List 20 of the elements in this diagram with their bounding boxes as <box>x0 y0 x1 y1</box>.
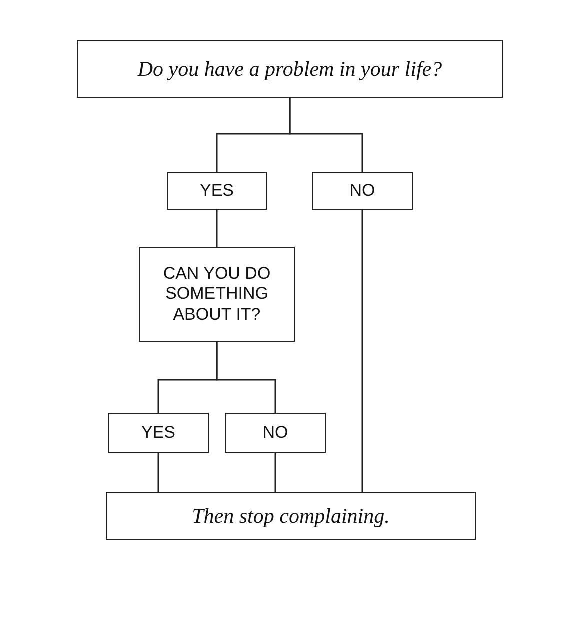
process-box <box>106 492 476 540</box>
node-text: YES <box>141 422 176 444</box>
process-box <box>167 172 267 210</box>
process-box <box>312 172 413 210</box>
connector-line <box>274 453 276 492</box>
connector-line <box>216 342 276 413</box>
node-text: CAN YOU DO SOMETHING ABOUT IT? <box>162 264 272 326</box>
process-box <box>225 413 326 453</box>
node-text: NO <box>350 180 376 202</box>
connector-line <box>158 453 160 492</box>
node-text: NO <box>262 422 288 444</box>
connector-line <box>289 98 364 172</box>
connector-line <box>362 210 364 492</box>
node-text: YES <box>200 180 234 202</box>
process-box <box>77 40 503 98</box>
node-text: Do you have a problem in your life? <box>138 56 442 82</box>
node-text: Then stop complaining. <box>192 504 390 528</box>
process-box <box>108 413 209 453</box>
decision-box <box>139 247 295 342</box>
connector-line <box>216 210 218 247</box>
